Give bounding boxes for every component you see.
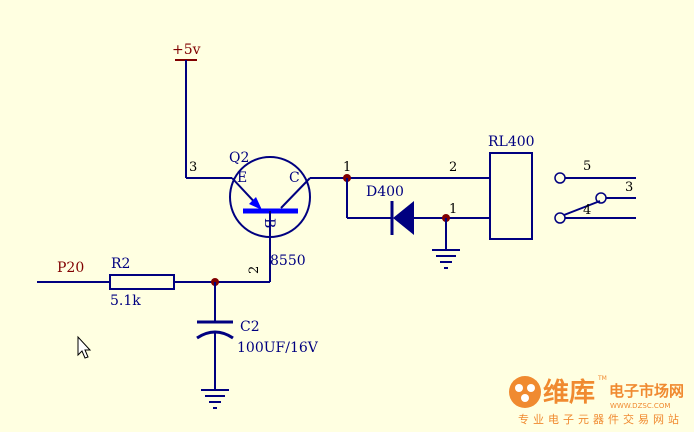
transistor-base-label: B bbox=[261, 218, 277, 228]
resistor-value: 5.1k bbox=[110, 293, 141, 309]
relay-coil bbox=[489, 152, 533, 240]
transistor-collector-label: C bbox=[289, 170, 300, 186]
power-symbol bbox=[175, 59, 197, 178]
mouse-cursor-icon bbox=[77, 335, 92, 359]
relay-coil-pin-number: 2 bbox=[449, 160, 457, 175]
watermark-logo-icon bbox=[509, 376, 541, 408]
watermark-name: 维库 bbox=[543, 377, 595, 408]
ground-symbol bbox=[201, 389, 229, 409]
relay-ref: RL400 bbox=[488, 134, 535, 150]
diode-ref: D400 bbox=[366, 184, 404, 200]
capacitor-value: 100UF/16V bbox=[237, 340, 319, 356]
transistor-emitter-label: E bbox=[237, 170, 247, 186]
watermark-url: WWW.DZSC.COM bbox=[610, 402, 670, 410]
transistor-part-label: 8550 bbox=[270, 253, 306, 269]
emitter-pin-number: 3 bbox=[189, 160, 197, 175]
switch-pin-number: 4 bbox=[583, 203, 591, 218]
base-pin-number: 2 bbox=[247, 266, 262, 274]
switch-pin-number: 5 bbox=[583, 159, 591, 174]
ground-symbol bbox=[432, 218, 460, 269]
diode-d400 bbox=[390, 201, 490, 235]
relay-switch bbox=[554, 172, 636, 224]
watermark-tm: TM bbox=[597, 375, 607, 382]
watermark-logo: 维库 电子市场网 WWW.DZSC.COM TM 专业电子元器件交易网站 bbox=[509, 375, 684, 426]
power-label: +5v bbox=[172, 42, 201, 58]
resistor-ref: R2 bbox=[111, 256, 130, 272]
watermark-slogan: 专业电子元器件交易网站 bbox=[518, 412, 683, 426]
switch-pin-number: 3 bbox=[625, 180, 633, 195]
transistor-q2 bbox=[229, 156, 311, 282]
transistor-ref: Q2 bbox=[229, 150, 249, 166]
resistor-r2 bbox=[109, 274, 175, 290]
collector-pin-number: 1 bbox=[343, 160, 351, 175]
capacitor-c2 bbox=[196, 282, 234, 390]
diode-pin-number: 1 bbox=[449, 202, 457, 217]
capacitor-ref: C2 bbox=[240, 319, 260, 335]
input-label: P20 bbox=[57, 260, 84, 276]
watermark-tagline: 电子市场网 bbox=[609, 382, 684, 400]
